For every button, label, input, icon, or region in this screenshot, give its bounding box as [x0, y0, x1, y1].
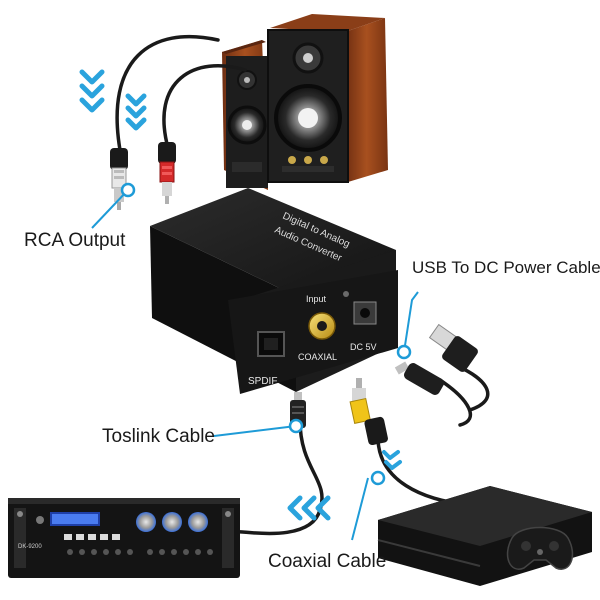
dc-port	[353, 301, 377, 325]
callout-lines	[91, 189, 419, 541]
game-console	[377, 486, 592, 586]
coaxial-port	[308, 312, 336, 340]
rca-output-plugs	[110, 142, 176, 210]
knob-icon	[136, 512, 156, 532]
knob-icon	[162, 512, 182, 532]
port-label-dc: DC 5V	[350, 342, 377, 352]
label-usb-power: USB To DC Power Cable	[412, 258, 600, 277]
port-label-input: Input	[306, 294, 327, 304]
speaker-left-icon	[222, 40, 268, 190]
coaxial-plug-yellow	[349, 378, 388, 446]
chevron-down-icon	[79, 69, 147, 131]
chevron-down-icon	[382, 450, 402, 470]
port-label-coaxial: COAXIAL	[298, 352, 337, 362]
led-indicator	[343, 291, 349, 297]
spdif-port	[257, 331, 285, 357]
bookshelf-speakers	[222, 14, 388, 190]
chevron-left-icon	[287, 495, 331, 521]
port-label-spdif: SPDIF	[248, 376, 277, 387]
gamepad-icon	[506, 526, 574, 570]
label-toslink: Toslink Cable	[102, 426, 215, 447]
knob-icon	[188, 512, 208, 532]
callout-dots	[120, 182, 412, 486]
usb-plug-icon	[428, 323, 478, 372]
converter-box: Digital to Analog Audio Converter Input …	[150, 188, 398, 394]
receiver-model: DK-9200	[18, 544, 42, 550]
rca-plug-white	[110, 148, 128, 210]
av-receiver: DK-9200	[8, 498, 240, 578]
dc-plug	[394, 361, 444, 395]
rca-plug-red	[158, 142, 176, 204]
label-coaxial: Coaxial Cable	[268, 551, 387, 572]
speaker-right-icon	[267, 14, 388, 183]
label-rca-output: RCA Output	[24, 230, 126, 251]
